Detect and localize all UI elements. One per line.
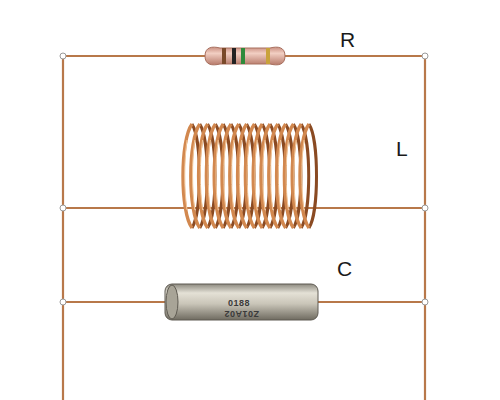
coil-highlight: [302, 140, 304, 210]
coil-highlight: [232, 140, 234, 210]
capacitor-marking: Z01A02: [224, 309, 259, 318]
component-letter: R: [340, 29, 355, 50]
coil-highlight: [239, 140, 241, 210]
coil-highlight: [193, 140, 195, 210]
coil-highlight: [278, 140, 280, 210]
junction-dots: [60, 53, 428, 305]
coil-highlight: [208, 140, 210, 210]
coil-highlight: [200, 140, 202, 210]
coil-highlight: [255, 140, 257, 210]
coil-highlight: [294, 140, 296, 210]
coil-highlight: [263, 140, 265, 210]
coil-highlight: [185, 140, 187, 210]
inductor-coil: [183, 124, 317, 228]
coil-winding: [300, 124, 309, 228]
component-letter: L: [396, 138, 408, 159]
capacitor-lead: [63, 301, 165, 303]
coil-highlight: [216, 140, 218, 210]
resistor-lead: [63, 55, 205, 57]
coil-highlight: [286, 140, 288, 210]
coil-highlight: [247, 140, 249, 210]
resistor-symbol: [205, 47, 285, 65]
left-wire: [62, 56, 64, 400]
right-wire: [424, 56, 426, 400]
coil-highlight: [224, 140, 226, 210]
coil-winding-back: [309, 124, 317, 228]
capacitor-lead: [318, 301, 425, 303]
capacitor-marking: 0188: [228, 299, 250, 308]
component-letter: C: [337, 258, 352, 279]
wires: [63, 56, 425, 400]
resistor-lead: [285, 55, 425, 57]
coil-highlight: [271, 140, 273, 210]
capacitor-symbol: [165, 284, 318, 320]
